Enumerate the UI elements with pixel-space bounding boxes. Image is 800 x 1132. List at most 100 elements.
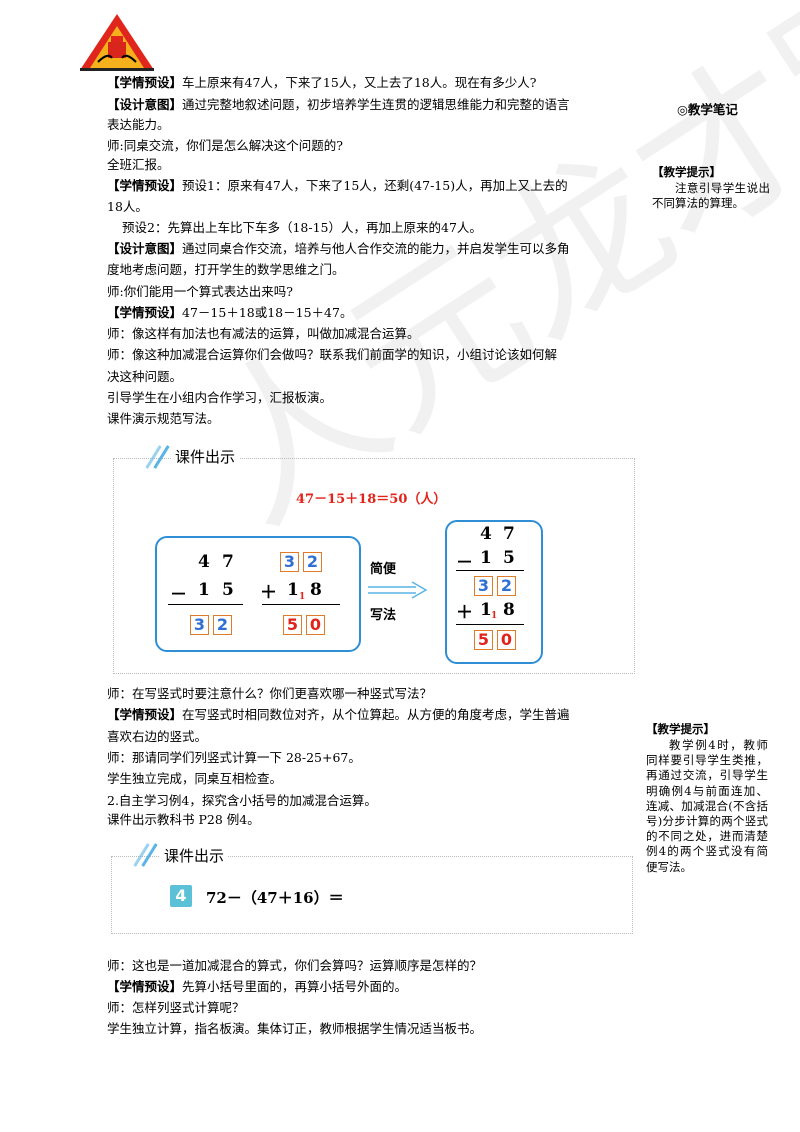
digit: 8 <box>310 580 322 600</box>
section-tag: 【设计意图】 <box>107 97 183 112</box>
line-text: 课件演示规范写法。 <box>107 411 220 426</box>
carry-digit: 1 <box>491 611 498 621</box>
line-text: 师：像这样有加法也有减法的运算，叫做加减混合运算。 <box>107 326 420 341</box>
text-line: 决这种问题。 <box>107 369 182 385</box>
vertical-calc-short-box <box>445 520 543 664</box>
line-text: 引导学生在小组内合作学习，汇报板演。 <box>107 390 333 405</box>
courseware-1-equation: 47－15＋18＝50（人） <box>296 492 447 507</box>
line-text: 2.自主学习例4，探究含小括号的加减混合运算。 <box>107 793 377 808</box>
sidebar-tip2-text: 教学例4时，教师同样要引导学生类推，再通过交流，引导学生明确例4与前面连加、连减… <box>646 738 768 874</box>
answer-cell: 0 <box>306 615 325 635</box>
answer-cell: 2 <box>213 615 232 635</box>
answer-cell: 5 <box>474 630 493 650</box>
line-text: 课件出示教科书 P28 例4。 <box>107 812 260 827</box>
courseware-2-title: 课件出示 <box>160 845 229 866</box>
text-line: 【学情预设】车上原来有47人，下来了15人，又上去了18人。现在有多少人? <box>107 75 536 91</box>
calc-line <box>456 570 524 571</box>
calc-line <box>262 604 340 605</box>
text-line: 【学情预设】在写竖式时相同数位对齐，从个位算起。从方便的角度考虑，学生普遍 <box>107 707 570 723</box>
line-text: 18人。 <box>107 199 148 214</box>
vertical-calc-steps-box <box>155 536 361 652</box>
section-tag: 【学情预设】 <box>107 979 183 994</box>
section-tag: 【学情预设】 <box>107 305 183 320</box>
text-line: 【学情预设】先算小括号里面的，再算小括号外面的。 <box>107 979 407 995</box>
line-text: 度地考虑问题，打开学生的数学思维之门。 <box>107 262 345 277</box>
courseware-panel-1 <box>113 458 635 674</box>
digit: ＋ <box>260 583 277 603</box>
text-line: 【学情预设】预设1：原来有47人，下来了15人，还剩(47-15)人，再加上又上… <box>107 178 568 194</box>
text-line: 师：那请同学们列竖式计算一下 28-25+67。 <box>107 750 361 766</box>
digit: － <box>170 585 187 605</box>
text-line: 度地考虑问题，打开学生的数学思维之门。 <box>107 262 345 278</box>
digit: 5 <box>222 580 234 600</box>
publisher-logo <box>78 12 156 72</box>
section-tag: 【设计意图】 <box>107 241 183 256</box>
line-text: 师：这也是一道加减混合的算式，你们会算吗？运算顺序是怎样的？ <box>107 958 483 973</box>
digit: 7 <box>503 524 515 544</box>
sidebar-tip2-title: 【教学提示】 <box>646 722 715 736</box>
line-text: 47－15＋18或18－15＋47。 <box>182 305 353 320</box>
calc-line <box>456 624 524 625</box>
courseware-1-title: 课件出示 <box>171 446 240 467</box>
text-line: 表达能力。 <box>107 117 170 133</box>
answer-cell: 3 <box>280 552 299 572</box>
text-line: 【学情预设】47－15＋18或18－15＋47。 <box>107 305 352 321</box>
text-line: 学生独立计算，指名板演。集体订正，教师根据学生情况适当板书。 <box>107 1021 482 1037</box>
digit: 5 <box>503 548 515 568</box>
digit: － <box>456 553 473 573</box>
digit: 8 <box>503 600 515 620</box>
calc-line <box>168 604 243 605</box>
line-text: 全班汇报。 <box>107 157 170 172</box>
line-text: 预设2：先算出上车比下车多（18-15）人，再加上原来的47人。 <box>122 220 482 235</box>
text-line: 引导学生在小组内合作学习，汇报板演。 <box>107 390 332 406</box>
text-line: 2.自主学习例4，探究含小括号的加减混合运算。 <box>107 793 377 809</box>
arrow-icon <box>366 580 430 604</box>
answer-cell: 5 <box>283 615 302 635</box>
carry-digit: 1 <box>299 592 306 602</box>
text-line: 师：像这样有加法也有减法的运算，叫做加减混合运算。 <box>107 326 420 342</box>
text-line: 预设2：先算出上车比下车多（18-15）人，再加上原来的47人。 <box>122 220 482 236</box>
digit: 4 <box>480 524 492 544</box>
text-line: 课件演示规范写法。 <box>107 411 220 427</box>
sidebar-tip1-text: 注意引导学生说出不同算法的算理。 <box>652 181 770 210</box>
line-text: 喜欢右边的竖式。 <box>107 729 208 744</box>
text-line: 师：在写竖式时要注意什么？你们更喜欢哪一种竖式写法？ <box>107 686 432 702</box>
text-line: 【设计意图】通过完整地叙述问题，初步培养学生连贯的逻辑思维能力和完整的语言 <box>107 97 570 113</box>
line-text: 通过同桌合作交流，培养与他人合作交流的能力，并启发学生可以多角 <box>182 241 570 256</box>
line-text: 学生独立计算，指名板演。集体订正，教师根据学生情况适当板书。 <box>107 1021 483 1036</box>
line-text: 师：在写竖式时要注意什么？你们更喜欢哪一种竖式写法？ <box>107 686 433 701</box>
sidebar-notes-title: ◎教学笔记 <box>677 102 738 117</box>
digit: 1 <box>480 600 492 620</box>
answer-cell: 0 <box>497 630 516 650</box>
arrow-top-label: 简便 <box>370 562 397 577</box>
answer-cell: 3 <box>474 576 493 596</box>
section-tag: 【学情预设】 <box>107 178 183 193</box>
line-text: 学生独立完成，同桌互相检查。 <box>107 771 283 786</box>
digit: ＋ <box>456 603 473 623</box>
digit: 1 <box>480 548 492 568</box>
text-line: 喜欢右边的竖式。 <box>107 729 207 745</box>
text-line: 师：这也是一道加减混合的算式，你们会算吗？运算顺序是怎样的？ <box>107 958 482 974</box>
digit: 1 <box>198 580 210 600</box>
courseware-panel-2 <box>111 856 633 934</box>
line-text: 车上原来有47人，下来了15人，又上去了18人。现在有多少人? <box>182 75 537 90</box>
line-text: 预设1：原来有47人，下来了15人，还剩(47-15)人，再加上又上去的 <box>182 178 568 193</box>
line-text: 先算小括号里面的，再算小括号外面的。 <box>182 979 408 994</box>
line-text: 师：像这种加减混合运算你们会做吗？联系我们前面学的知识，小组讨论该如何解 <box>107 347 558 362</box>
answer-cell: 3 <box>190 615 209 635</box>
text-line: 师:同桌交流，你们是怎么解决这个问题的? <box>107 138 343 154</box>
text-line: 【设计意图】通过同桌合作交流，培养与他人合作交流的能力，并启发学生可以多角 <box>107 241 570 257</box>
section-tag: 【学情预设】 <box>107 75 183 90</box>
line-text: 表达能力。 <box>107 117 170 132</box>
line-text: 在写竖式时相同数位对齐，从个位算起。从方便的角度考虑，学生普遍 <box>182 707 570 722</box>
line-text: 师:同桌交流，你们是怎么解决这个问题的? <box>107 138 343 153</box>
line-text: 通过完整地叙述问题，初步培养学生连贯的逻辑思维能力和完整的语言 <box>182 97 570 112</box>
line-text: 师：那请同学们列竖式计算一下 28-25+67。 <box>107 750 361 765</box>
line-text: 师：怎样列竖式计算呢？ <box>107 1000 245 1015</box>
text-line: 师：像这种加减混合运算你们会做吗？联系我们前面学的知识，小组讨论该如何解 <box>107 347 557 363</box>
answer-cell: 2 <box>303 552 322 572</box>
digit: 1 <box>287 580 299 600</box>
section-tag: 【学情预设】 <box>107 707 183 722</box>
digit: 4 <box>198 552 210 572</box>
line-text: 决这种问题。 <box>107 369 183 384</box>
